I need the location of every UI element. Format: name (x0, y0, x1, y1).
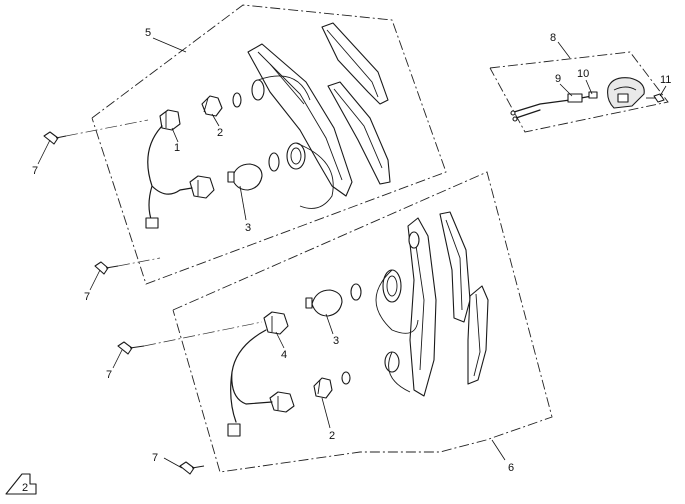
upper-socket-1 (159, 109, 181, 131)
orientation-mark-label: 2 (22, 482, 28, 494)
middle-screw-left (94, 261, 119, 275)
callout-8: 8 (550, 32, 556, 44)
lower-lens-cover-top (439, 211, 471, 323)
callout-6: 6 (508, 462, 514, 474)
assembly-5-boundary (91, 4, 447, 285)
mini-lamp-housing (607, 77, 645, 109)
lower-socket-4 (263, 311, 289, 335)
callout-7-a: 7 (32, 165, 38, 177)
upper-gasket-small (232, 92, 242, 108)
lower-wire-harness (230, 329, 273, 423)
upper-connector (145, 217, 159, 229)
callout-9: 9 (555, 73, 561, 85)
callout-7-c: 7 (106, 369, 112, 381)
upper-small-bulb (201, 95, 223, 117)
upper-large-bulb (227, 163, 263, 191)
leader-lines (37, 37, 667, 469)
upper-lens-cover-top (321, 22, 389, 105)
upper-socket-3 (189, 175, 215, 199)
lower-screw-bottom (179, 461, 205, 475)
callout-1: 1 (174, 142, 180, 154)
upper-screw-left (43, 131, 67, 145)
lower-screw-mid-axis (143, 321, 263, 347)
assembly-6-boundary (172, 171, 553, 473)
lower-gasket-large (350, 283, 362, 301)
callout-3-top: 3 (245, 222, 251, 234)
lower-lens-cover-bottom (467, 285, 489, 385)
callout-4: 4 (281, 349, 287, 361)
upper-gasket-large (268, 152, 280, 172)
callout-5: 5 (145, 27, 151, 39)
callout-2-top: 2 (217, 127, 223, 139)
mini-lamp-bulb (588, 91, 598, 99)
lower-lamp-housing (375, 217, 437, 397)
upper-lens-cover-bottom (327, 81, 391, 185)
callout-2-bottom: 2 (329, 430, 335, 442)
lower-small-bulb (313, 377, 333, 399)
mini-lamp-harness (510, 93, 593, 122)
lower-socket-2 (269, 391, 295, 413)
upper-screw-axis (65, 119, 149, 137)
orientation-arrow-icon: 2 (5, 473, 37, 495)
lower-screw-mid (117, 341, 145, 355)
upper-lamp-housing (247, 43, 353, 209)
callout-10: 10 (577, 68, 589, 80)
mini-lamp-screw (646, 93, 665, 103)
upper-wire-harness (147, 125, 193, 223)
callout-7-b: 7 (84, 291, 90, 303)
lower-large-bulb (305, 289, 343, 317)
callout-7-d: 7 (152, 452, 158, 464)
middle-screw-axis (117, 257, 161, 267)
lower-gasket-small (341, 371, 351, 385)
lower-connector (227, 423, 241, 437)
callout-11: 11 (660, 74, 671, 86)
callout-3-bottom: 3 (333, 335, 339, 347)
